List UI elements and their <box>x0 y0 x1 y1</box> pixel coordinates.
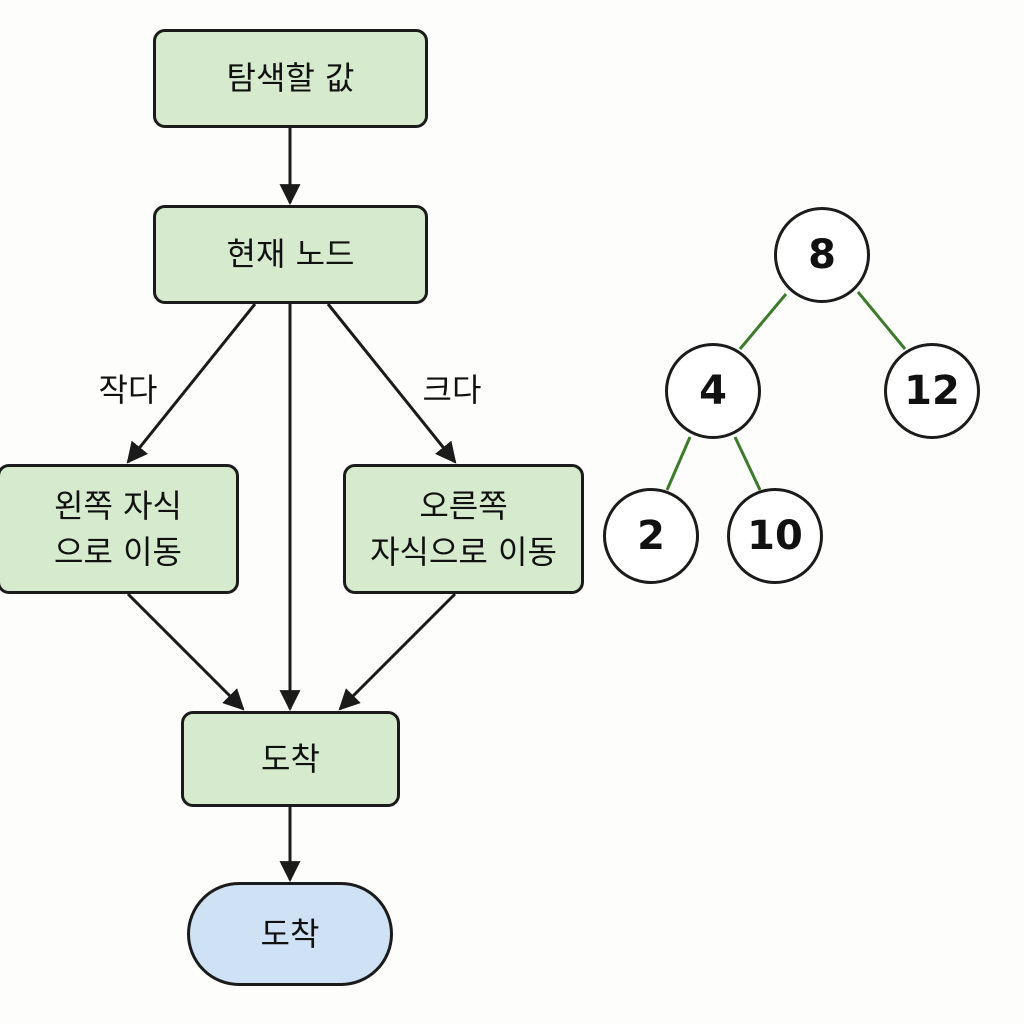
tree-edge-4-2 <box>665 436 692 491</box>
tree-node-2: 2 <box>603 488 699 584</box>
tree-edge-8-12 <box>856 291 907 350</box>
go-right-line-2: 자식으로 이동 <box>370 533 557 571</box>
arrive-terminal-text: 도착 <box>260 914 320 953</box>
arrive-terminal: 도착 <box>187 882 393 986</box>
tree-node-8: 8 <box>774 207 870 303</box>
go-left-box: 왼쪽 자식 으로 이동 <box>0 464 239 594</box>
tree-node-4: 4 <box>665 343 761 439</box>
current-node-box: 현재 노드 <box>153 205 428 304</box>
arrow-current-to-right <box>326 303 457 464</box>
go-left-line-1: 왼쪽 자식 <box>54 486 182 525</box>
arrow-current-to-left <box>126 303 257 464</box>
arrow-left-to-arrive <box>126 592 245 711</box>
go-right-line-1: 오른쪽 <box>419 486 508 525</box>
arrive-box: 도착 <box>181 711 400 807</box>
tree-edge-8-4 <box>738 293 788 350</box>
edge-label-greater: 크다 <box>422 371 482 409</box>
arrow-right-to-arrive <box>338 592 457 711</box>
current-node-text: 현재 노드 <box>226 235 355 274</box>
tree-edge-4-10 <box>733 436 762 491</box>
tree-node-10: 10 <box>727 488 823 584</box>
search-value-box: 탐색할 값 <box>153 29 428 128</box>
go-left-line-2: 으로 이동 <box>54 533 182 571</box>
tree-node-12: 12 <box>884 343 980 439</box>
arrive-text: 도착 <box>261 739 320 778</box>
search-value-text: 탐색할 값 <box>226 59 355 98</box>
edge-label-less: 작다 <box>98 371 158 409</box>
go-right-box: 오른쪽 자식으로 이동 <box>343 464 584 594</box>
